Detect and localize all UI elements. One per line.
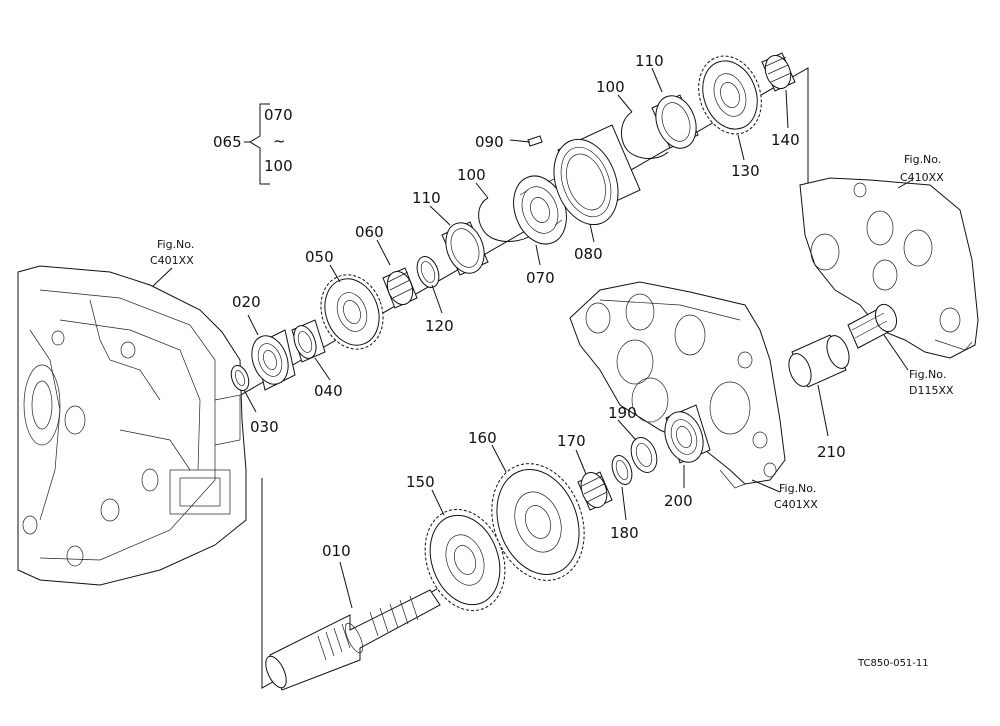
bearing-case (569, 281, 786, 489)
part-190-collar (630, 437, 658, 473)
callout-050: 050 (305, 248, 334, 266)
bearing-case-ref-label: Fig.No. (779, 482, 816, 495)
callout-160: 160 (468, 429, 497, 447)
callout-010: 010 (322, 542, 351, 560)
part-080-shifter-sleeve (553, 124, 641, 226)
callout-210-leader (817, 384, 829, 437)
drawing-code: TC850-051-11 (857, 658, 929, 669)
callout-130: 130 (731, 162, 760, 180)
part-020-bearing (251, 329, 296, 391)
part-210-sleeve (788, 334, 850, 388)
part-010-main-shaft (265, 589, 441, 691)
part-060-needle-bearing (382, 267, 418, 309)
callout-040: 040 (314, 382, 343, 400)
callout-100-lower: 100 (457, 166, 486, 184)
callout-080: 080 (574, 245, 603, 263)
part-130-gear (698, 55, 762, 135)
part-160-gear (491, 463, 585, 581)
part-040-collar (291, 319, 326, 363)
part-120-snap-ring (416, 256, 440, 288)
callout-030: 030 (250, 418, 279, 436)
left-case-ref-number: C401XX (150, 254, 194, 267)
callout-210: 210 (817, 443, 846, 461)
callout-070: 070 (526, 269, 555, 287)
callout-090: 090 (475, 133, 504, 151)
callout-leaders-upper (243, 67, 789, 413)
pto-shaft-stub (847, 303, 898, 349)
callout-140: 140 (771, 131, 800, 149)
part-100-spring-lower (478, 197, 531, 242)
part-150-gear (424, 508, 506, 612)
shaft-ref-label: Fig.No. (909, 368, 946, 381)
group-range-separator: ~ (273, 132, 286, 150)
part-100-spring-upper (621, 111, 669, 159)
part-140-needle-bearing (761, 52, 796, 92)
callout-180: 180 (610, 524, 639, 542)
assembly-frame-upper (231, 67, 809, 401)
rear-case-ref-number: C410XX (900, 171, 944, 184)
part-050-gear (320, 274, 384, 350)
callout-110-lower: 110 (412, 189, 441, 207)
bearing-case-leader (751, 479, 781, 493)
group-range-to: 100 (264, 157, 293, 175)
part-170-needle-bearing (577, 471, 613, 511)
rear-case (799, 177, 979, 359)
callout-200: 200 (664, 492, 693, 510)
group-code: 065 (213, 133, 242, 151)
bearing-case-ref-number: C401XX (774, 498, 818, 511)
left-case-leader (152, 267, 173, 287)
callout-110-upper: 110 (635, 52, 664, 70)
part-180-snap-ring (611, 455, 633, 485)
shaft-ref-number: D115XX (909, 384, 954, 397)
callout-190: 190 (608, 404, 637, 422)
callout-170: 170 (557, 432, 586, 450)
callout-100-upper: 100 (596, 78, 625, 96)
callout-060: 060 (355, 223, 384, 241)
callout-020: 020 (232, 293, 261, 311)
callout-150: 150 (406, 473, 435, 491)
group-bracket (244, 103, 270, 185)
part-110-synchro-ring-upper (651, 94, 699, 149)
part-110-synchro-ring-lower (441, 221, 489, 276)
rear-case-ref-label: Fig.No. (904, 153, 941, 166)
part-090-key (527, 135, 543, 147)
shaft-ref-leader (883, 334, 909, 371)
callout-leaders-lower (339, 419, 685, 609)
group-range-from: 070 (264, 106, 293, 124)
part-070-synchro-hub (513, 175, 567, 245)
left-transmission-case (17, 265, 247, 586)
left-case-ref-label: Fig.No. (157, 238, 194, 251)
callout-120: 120 (425, 317, 454, 335)
part-200-bearing (664, 404, 711, 464)
rear-case-leader (897, 179, 913, 189)
